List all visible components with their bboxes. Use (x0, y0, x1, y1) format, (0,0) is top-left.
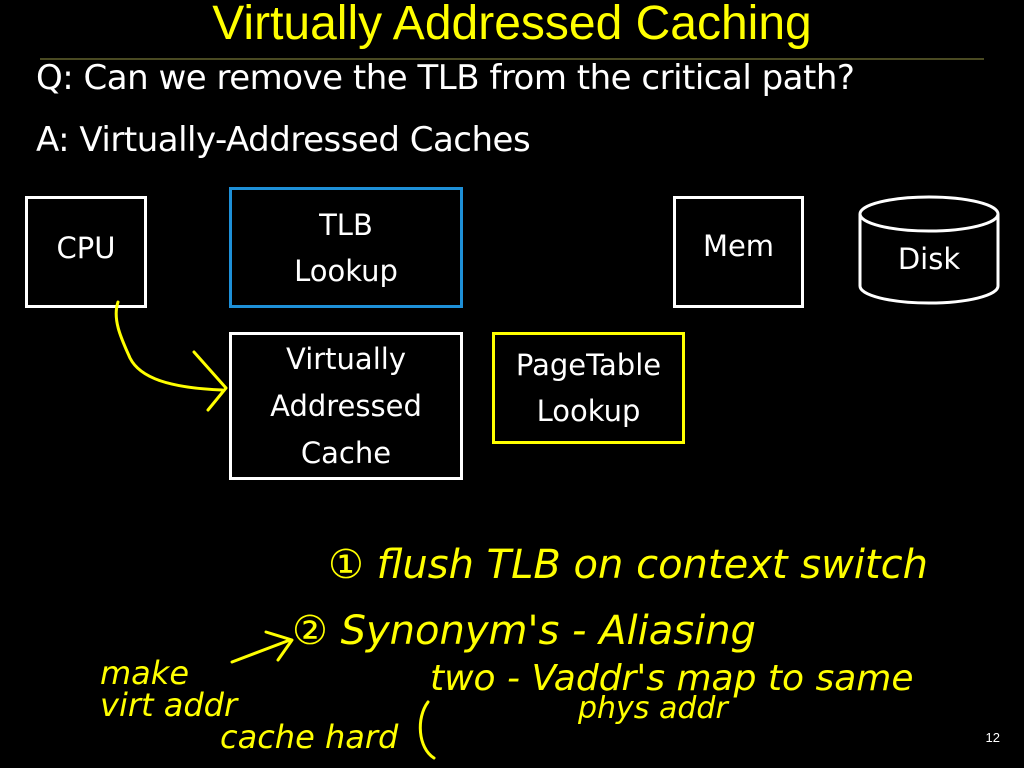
virtually-addressed-cache-box: Virtually Addressed Cache (229, 332, 463, 480)
note-make: make (100, 654, 189, 692)
pagetable-lookup-label: PageTable Lookup (515, 348, 662, 428)
memory-box: Mem (673, 196, 804, 308)
answer-text: A: Virtually-Addressed Caches (36, 120, 531, 160)
tlb-lookup-box: TLB Lookup (229, 187, 463, 308)
virtually-addressed-cache-label: Virtually Addressed Cache (270, 341, 422, 470)
note-phys-addr: phys addr (577, 691, 729, 726)
memory-label: Mem (702, 229, 775, 263)
note-virt-addr: virt addr (100, 686, 239, 724)
tlb-lookup-label: TLB Lookup (294, 207, 398, 288)
note-synonyms: ② Synonym's - Aliasing (292, 608, 756, 654)
note-pointer-arrow (230, 630, 294, 664)
note-two-vaddrs: two - Vaddr's map to same (430, 658, 914, 699)
note-flush-tlb: ① flush TLB on context switch (328, 542, 928, 588)
slide-title: Virtually Addressed Caching (212, 0, 812, 50)
cpu-to-cache-arrowhead (192, 350, 228, 412)
note-bracket (418, 700, 436, 760)
disk-cylinder-icon (858, 195, 1000, 305)
cpu-label: CPU (56, 231, 116, 265)
pagetable-lookup-box: PageTable Lookup (492, 332, 685, 444)
cpu-box: CPU (25, 196, 147, 308)
question-text: Q: Can we remove the TLB from the critic… (36, 58, 855, 98)
cpu-to-cache-arrow (114, 300, 224, 392)
page-number: 12 (985, 730, 1000, 745)
title-divider (40, 58, 984, 60)
note-cache-hard: cache hard (220, 718, 399, 756)
disk-label: Disk (897, 242, 961, 276)
